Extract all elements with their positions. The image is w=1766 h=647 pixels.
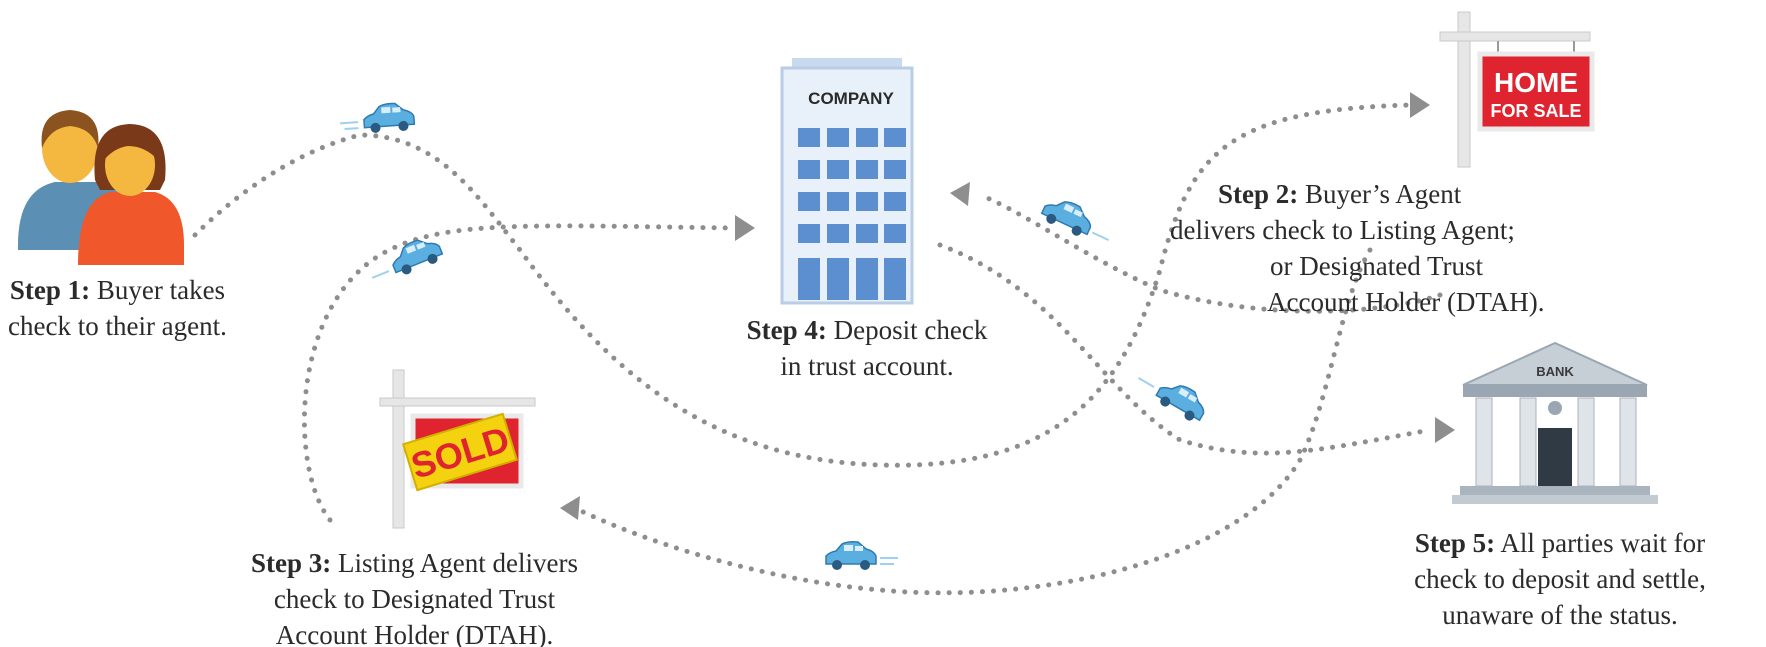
- car-icon: [340, 102, 416, 133]
- arrowhead-to-step4: [735, 215, 755, 241]
- step3-text-line3: Account Holder (DTAH).: [275, 620, 554, 647]
- step2-text-line4: Account Holder (DTAH).: [1267, 287, 1545, 317]
- step4-label: Step 4:: [746, 315, 827, 345]
- step3-label: Step 3:: [251, 548, 332, 578]
- car-icon: [1137, 377, 1205, 422]
- step3-caption: Step 3: Listing Agent delivers check to …: [237, 545, 592, 647]
- car-icon: [1040, 201, 1110, 242]
- home-sign-line2: FOR SALE: [1490, 101, 1581, 121]
- step2-label: Step 2:: [1218, 179, 1299, 209]
- car-icon: [371, 239, 444, 279]
- path-step1-to-step2: [192, 102, 1413, 468]
- step5-text-line3: unaware of the status.: [1442, 600, 1678, 630]
- arrowhead-to-step2: [1410, 92, 1430, 118]
- car-icon: [825, 541, 898, 570]
- step4-caption: Step 4: Deposit check in trust account.: [732, 312, 1002, 384]
- step3-text-line2: check to Designated Trust: [273, 584, 556, 614]
- path-building-down: [937, 242, 1433, 456]
- step4-text-line2: in trust account.: [780, 351, 954, 381]
- step3-text-line1: Listing Agent delivers: [338, 548, 578, 578]
- step5-label: Step 5:: [1414, 528, 1496, 558]
- step2-text-line1: Buyer’s Agent: [1305, 179, 1462, 209]
- path-step3-to-step4: [301, 223, 733, 523]
- step5-text-line2: check to deposit and settle,: [1414, 564, 1706, 594]
- step1-label: Step 1:: [9, 275, 91, 305]
- arrowhead-to-building-right: [950, 182, 970, 206]
- step2-text-line3: or Designated Trust: [1270, 251, 1484, 281]
- company-label: COMPANY: [808, 89, 894, 108]
- step1-text-line2: check to their agent.: [8, 311, 227, 341]
- step5-text-line1: All parties wait for: [1500, 528, 1706, 558]
- step2-text-line2: delivers check to Listing Agent;: [1170, 215, 1515, 245]
- path-step2-to-step4: [977, 192, 1443, 314]
- arrowhead-to-step3: [560, 496, 580, 520]
- home-sign-line1: HOME: [1494, 67, 1578, 98]
- step2-caption: Step 2: Buyer’s Agent delivers check to …: [1170, 176, 1550, 320]
- bank-label: BANK: [1536, 364, 1574, 379]
- step4-text-line1: Deposit check: [833, 315, 988, 345]
- arrowhead-to-bank: [1435, 417, 1455, 443]
- step1-text-line1: Buyer takes: [96, 275, 226, 305]
- step5-caption: Step 5: All parties wait for check to de…: [1395, 525, 1725, 633]
- step1-caption: Step 1: Buyer takes check to their agent…: [8, 272, 227, 344]
